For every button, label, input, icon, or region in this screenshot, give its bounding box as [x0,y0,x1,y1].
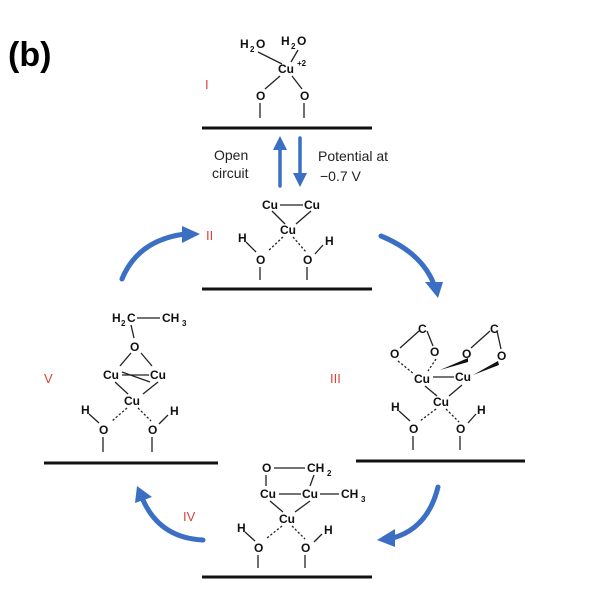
stage-v-h2c-c: C [127,311,136,325]
stage-ii-copper-left: Cu [262,198,278,212]
stage-iii-copper-bottom: Cu [433,395,449,409]
stage-i-numeral: I [205,77,209,92]
stage-v-ch3: CH [162,311,179,325]
stage-iv-copper-right: Cu [302,487,318,501]
stage-i-water-left-o: O [256,37,265,51]
stage-iv-copper-left: Cu [260,487,276,501]
stage-iv-oxygen-left: O [254,541,263,555]
stage-i-structure: I H 2 O H 2 O Cu +2 O O [202,34,372,130]
stage-ii-numeral: II [206,228,213,243]
stage-iv-structure: IV O CH 2 Cu Cu CH 3 Cu H H O O [183,461,372,579]
stage-v-structure: V H 2 C CH 3 O Cu Cu Cu H H O O [44,311,218,465]
stage-iii-oxygen-2: O [430,345,439,359]
stage-iv-oxygen-right: O [301,541,310,555]
arrow-v-to-ii [119,226,200,282]
stage-i-oxygen-right: O [300,89,309,103]
stage-iv-oxygen-top: O [262,461,271,475]
stage-iii-oxygen-surface-right: O [456,422,465,436]
stage-v-h2c-h: H [112,311,121,325]
panel-label: (b) [8,36,51,74]
stage-i-copper: Cu [278,62,294,76]
stage-iii-oxygen-3: O [462,347,471,361]
stage-iii-h-left: H [391,400,400,414]
stage-iii-oxygen-4: O [497,349,506,363]
stage-ii-oxygen-left: O [256,253,265,267]
stage-v-h2c-sub: 2 [121,319,126,328]
stage-v-h-left: H [81,403,90,417]
stage-iii-h-right: H [477,403,486,417]
stage-iv-copper-bottom: Cu [279,512,295,526]
stage-iv-h-right: H [324,523,333,537]
stage-v-copper-left: Cu [103,368,119,382]
stage-i-water-left-sub: 2 [250,45,255,54]
stage-iv-ch2: CH [307,461,324,475]
potential-label-line1: Potential at [318,148,388,164]
arrow-iv-to-v [135,486,206,543]
stage-iii-copper-right: Cu [455,370,471,384]
stage-ii-structure: II Cu Cu Cu H H O O [202,198,372,291]
stage-v-oxygen-left: O [99,423,108,437]
stage-v-oxygen-right: O [148,423,157,437]
stage-iii-carbon-left: C [418,322,427,336]
stage-ii-copper-bottom: Cu [280,223,296,237]
stage-iii-structure: III C C O O O O Cu Cu Cu H H O O [330,322,525,463]
stage-ii-h-right: H [325,234,334,248]
stage-i-copper-charge: +2 [297,59,307,68]
stage-v-oxygen-top: O [130,340,139,354]
stage-iv-ch3-sub: 3 [361,495,366,504]
stage-iii-oxygen-surface-left: O [409,422,418,436]
stage-v-h-right: H [170,404,179,418]
stage-v-ch3-sub: 3 [182,319,187,328]
stage-v-numeral: V [44,371,53,386]
potential-label-line2: −0.7 V [320,168,362,184]
stage-ii-oxygen-right: O [303,253,312,267]
stage-iii-numeral: III [330,371,341,386]
stage-ii-copper-right: Cu [304,198,320,212]
arrow-ii-to-iii [378,233,443,298]
stage-iii-oxygen-1: O [390,347,399,361]
arrow-iii-to-iv [377,484,441,547]
open-circuit-label-line2: circuit [212,165,249,181]
stage-iii-copper-left: Cu [414,372,430,386]
stage-v-copper-bottom: Cu [124,394,140,408]
stage-iii-carbon-right: C [490,322,499,336]
potential-arrow [293,136,307,187]
open-circuit-label-line1: Open [214,147,248,163]
stage-v-copper-right: Cu [150,368,166,382]
open-circuit-arrow [273,136,287,188]
stage-i-water-right-h: H [281,34,290,48]
stage-i-water-left-h: H [240,37,249,51]
stage-i-water-right-sub: 2 [291,42,296,51]
stage-i-water-right-o: O [297,34,306,48]
stage-iv-ch3: CH [341,487,358,501]
stage-iv-numeral: IV [183,509,196,524]
stage-iv-ch2-sub: 2 [327,469,332,478]
stage-ii-h-left: H [238,231,247,245]
watermark: 知乎 @碳资能源实验室 [402,584,546,601]
stage-iv-h-left: H [237,521,246,535]
stage-i-oxygen-left: O [256,89,265,103]
